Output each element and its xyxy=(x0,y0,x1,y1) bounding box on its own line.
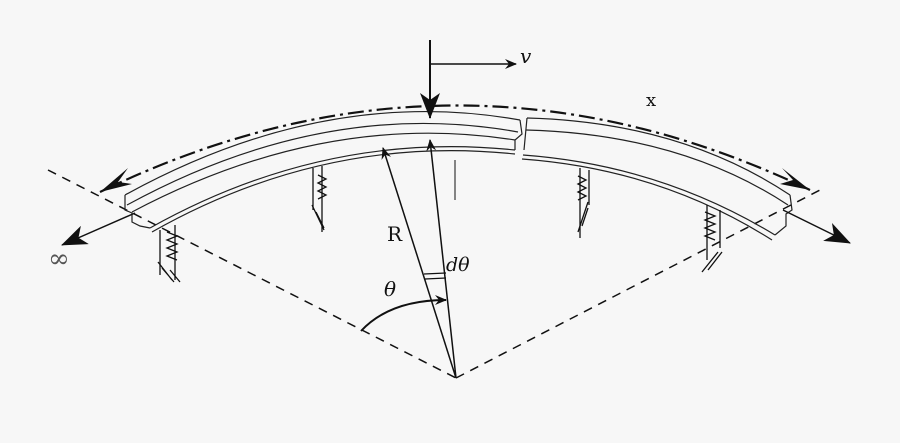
differential-angle-label: dθ xyxy=(446,254,470,276)
spring-supports xyxy=(157,160,723,283)
velocity-label: v xyxy=(520,44,532,68)
radius-line xyxy=(381,147,457,379)
spring-support-1 xyxy=(157,225,181,283)
arc-coordinate-line xyxy=(99,104,811,193)
rail-right-segment xyxy=(521,117,793,241)
dashed-radial-boundaries xyxy=(47,169,821,379)
radius-label: R xyxy=(387,222,403,246)
infinity-label: ∞ xyxy=(48,244,70,274)
spring-support-4 xyxy=(701,205,723,273)
radius-line-2 xyxy=(426,139,457,379)
spring-support-3 xyxy=(576,168,590,238)
angle-label: θ xyxy=(384,277,397,301)
angle-arc xyxy=(360,295,447,332)
infinity-direction-arrow xyxy=(61,212,136,246)
spring-support-2 xyxy=(311,166,328,232)
right-axial-arrow xyxy=(782,209,851,244)
arc-arrowhead-left xyxy=(100,168,132,192)
arc-arrowhead-right xyxy=(780,168,810,190)
arc-coordinate-label: x xyxy=(646,90,657,111)
rail-left-segment xyxy=(124,110,523,233)
differential-element xyxy=(423,272,447,280)
